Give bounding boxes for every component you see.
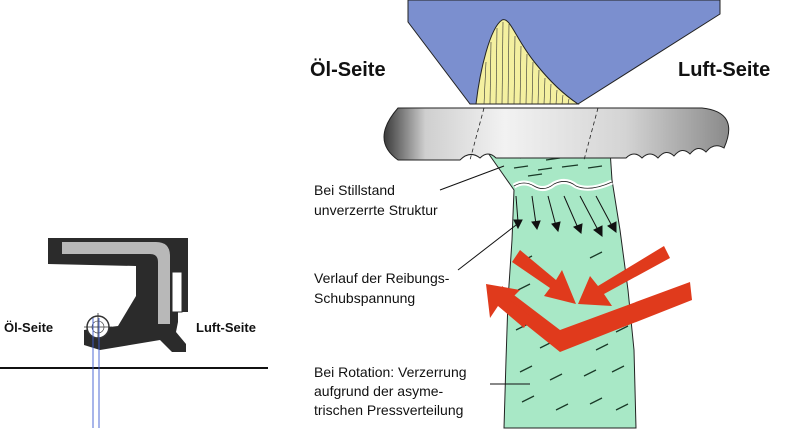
seal-metal-insert [62, 242, 170, 324]
pressure-hatching [483, 21, 570, 105]
shear-stress-arrows [513, 195, 617, 237]
shaft-block [407, 0, 721, 105]
seal-cross-section: Öl-Seite Luft-Seite [0, 238, 268, 428]
oil-side-label-small: Öl-Seite [4, 320, 53, 335]
air-side-label-small: Luft-Seite [196, 320, 256, 335]
rotation-text: Bei Rotation: Verzerrung aufgrund der as… [314, 364, 470, 418]
arrow-right-inward [578, 246, 670, 306]
rotation-line-3: trischen Pressverteilung [314, 402, 463, 418]
seal-housing [48, 238, 188, 352]
red-distortion-arrows [486, 246, 692, 352]
spring-window [171, 271, 183, 313]
rotation-line-2: aufgrund der asyme- [314, 383, 444, 399]
arrow-left-outward [486, 284, 530, 328]
distortion-chevron [500, 282, 692, 352]
standstill-line-2: unverzerrte Struktur [314, 202, 438, 218]
sleeve-surface [383, 107, 730, 161]
shear-line-2: Schubspannung [314, 290, 415, 306]
contact-zone-detail: Öl-Seite Luft-Seite Bei Stillstand unver… [310, 0, 770, 429]
shear-text: Verlauf der Reibungs- Schubspannung [314, 270, 453, 306]
oil-side-label: Öl-Seite [310, 58, 386, 81]
rotation-line-1: Bei Rotation: Verzerrung [314, 364, 467, 380]
arrow-left-inward [512, 250, 576, 304]
callout-shear [457, 221, 521, 271]
standstill-text: Bei Stillstand unverzerrte Struktur [314, 182, 438, 218]
standstill-line-1: Bei Stillstand [314, 182, 395, 198]
shear-line-1: Verlauf der Reibungs- [314, 270, 450, 286]
air-side-label: Luft-Seite [678, 59, 770, 81]
callout-standstill [439, 165, 505, 191]
